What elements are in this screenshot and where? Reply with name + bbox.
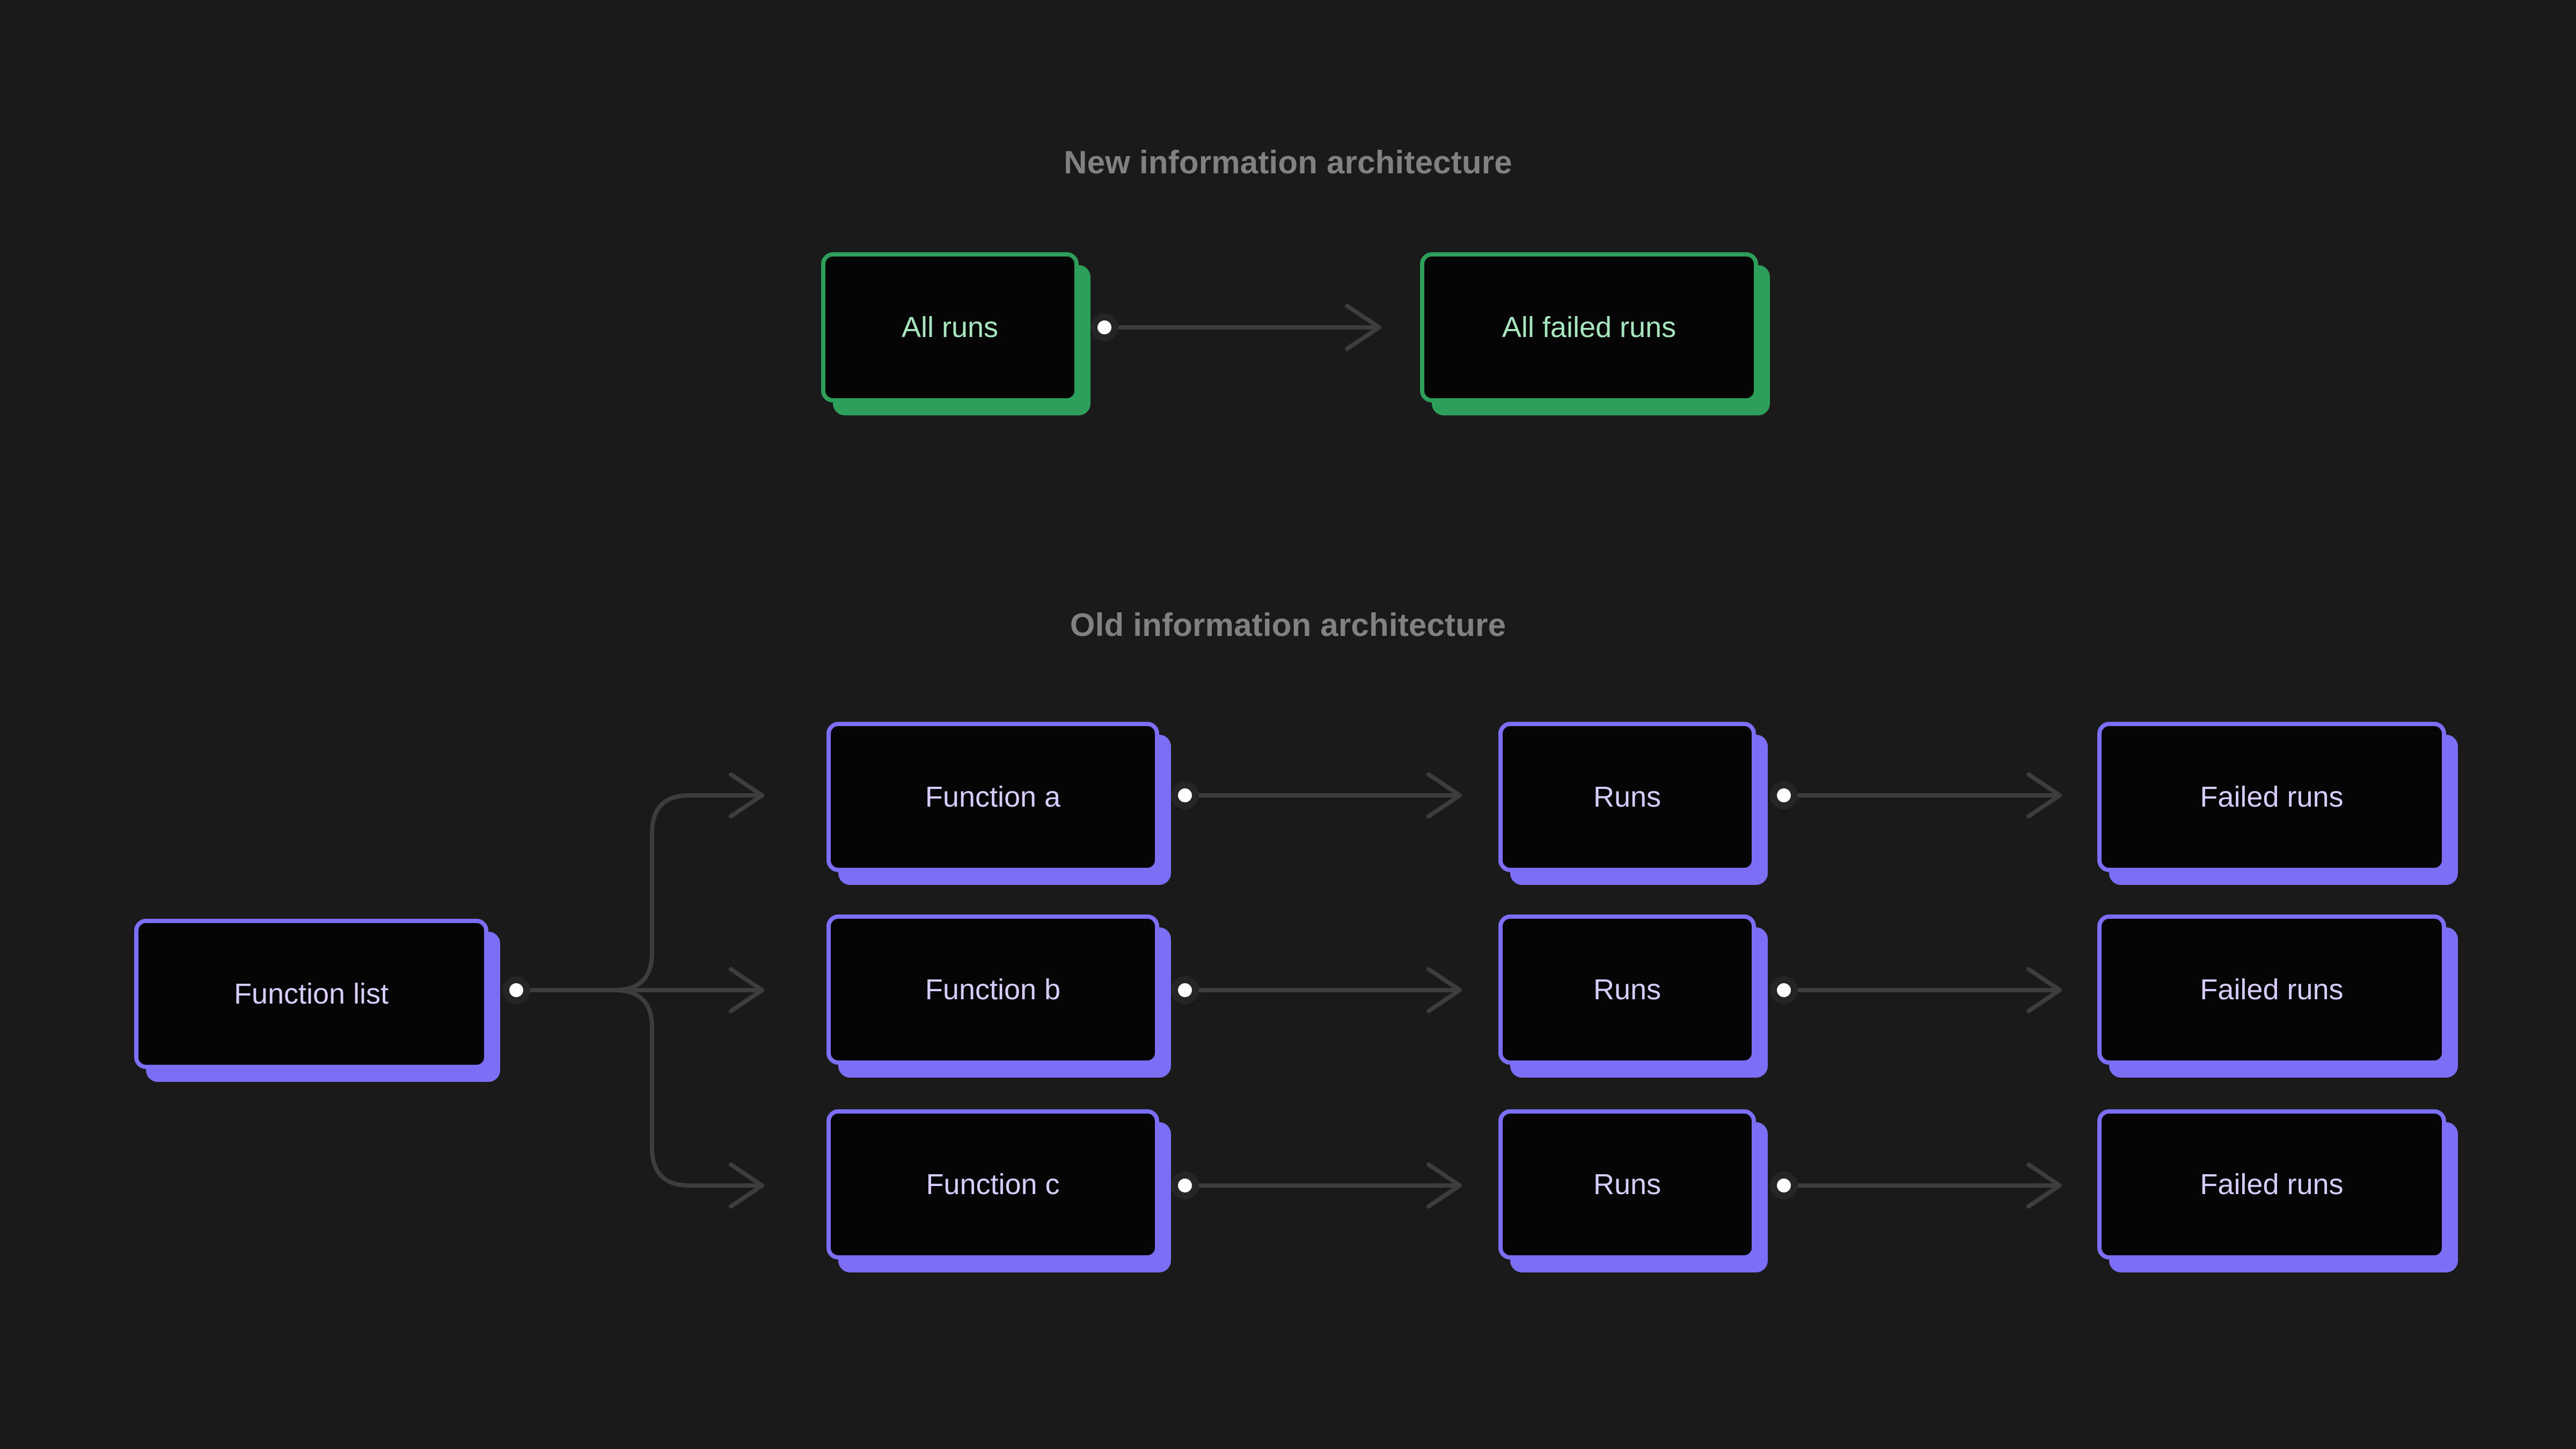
node-function-a[interactable]: Function a	[826, 722, 1159, 872]
node-failed-runs-c-label: Failed runs	[2200, 1168, 2344, 1201]
node-function-a-label: Function a	[925, 781, 1061, 813]
connector-function-list-branch	[502, 772, 764, 1209]
section-title-old: Old information architecture	[1070, 607, 1506, 643]
node-failed-runs-b-label: Failed runs	[2200, 974, 2344, 1006]
node-function-c-label: Function c	[926, 1168, 1060, 1201]
connector-function-a-to-runs	[1171, 772, 1462, 818]
node-function-c[interactable]: Function c	[826, 1109, 1159, 1260]
node-function-list[interactable]: Function list	[134, 919, 488, 1069]
node-failed-runs-c[interactable]: Failed runs	[2097, 1109, 2446, 1260]
node-runs-a-label: Runs	[1593, 781, 1662, 813]
node-all-failed-runs[interactable]: All failed runs	[1420, 252, 1758, 402]
node-runs-c-label: Runs	[1593, 1168, 1662, 1201]
connector-runs-a-to-failed-runs	[1770, 772, 2062, 818]
node-failed-runs-a-label: Failed runs	[2200, 781, 2344, 813]
section-title-new: New information architecture	[1064, 144, 1512, 180]
node-failed-runs-b[interactable]: Failed runs	[2097, 914, 2446, 1065]
connector-function-c-to-runs	[1171, 1162, 1462, 1209]
node-runs-a[interactable]: Runs	[1498, 722, 1756, 872]
connector-runs-c-to-failed-runs	[1770, 1162, 2062, 1209]
node-runs-b[interactable]: Runs	[1498, 914, 1756, 1065]
node-all-failed-runs-label: All failed runs	[1502, 311, 1677, 343]
node-function-list-label: Function list	[233, 978, 389, 1010]
node-function-b[interactable]: Function b	[826, 914, 1159, 1065]
connector-function-b-to-runs	[1171, 967, 1462, 1013]
node-runs-b-label: Runs	[1593, 974, 1662, 1006]
node-all-runs[interactable]: All runs	[821, 252, 1079, 402]
connector-runs-b-to-failed-runs	[1770, 967, 2062, 1013]
node-all-runs-label: All runs	[901, 311, 999, 343]
node-function-b-label: Function b	[925, 974, 1061, 1006]
node-runs-c[interactable]: Runs	[1498, 1109, 1756, 1260]
connector-all-runs-to-all-failed-runs	[1091, 304, 1381, 351]
node-failed-runs-a[interactable]: Failed runs	[2097, 722, 2446, 872]
